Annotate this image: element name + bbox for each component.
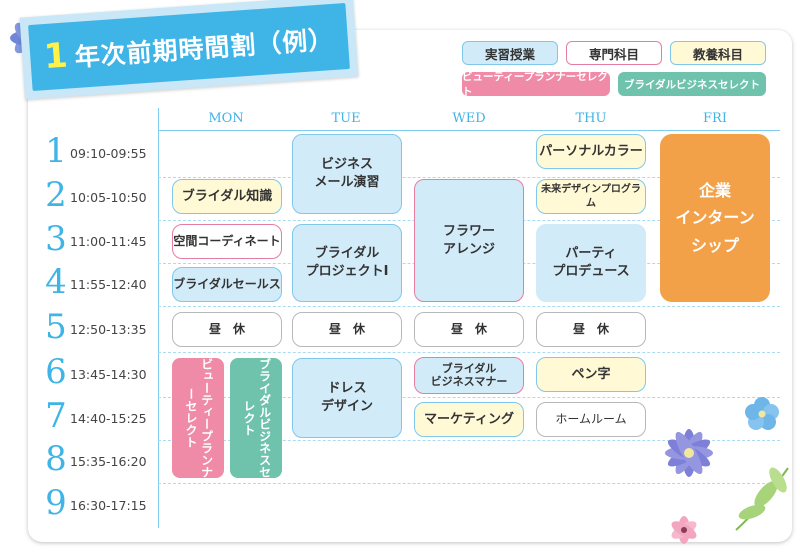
legend-beauty-planner: ビューティープランナーセレクト <box>462 71 610 98</box>
class-mon-lunch: 昼 休 <box>172 312 282 347</box>
period-time-1: 09:10-09:55 <box>70 146 147 161</box>
grid-line-row <box>158 440 780 441</box>
grid-line-row <box>158 483 780 484</box>
class-wed-marketing: マーケティング <box>414 402 524 437</box>
class-tue-bridal-project: ブライダル プロジェクトⅠ <box>292 224 402 302</box>
class-thu-future-design: 未来デザインプログラム <box>536 179 646 214</box>
grid-line-row <box>158 397 780 398</box>
period-time-7: 14:40-15:25 <box>70 411 147 426</box>
period-number-2: 2 <box>45 175 67 215</box>
period-time-2: 10:05-10:50 <box>70 190 147 205</box>
day-header-fri: FRI <box>703 111 727 126</box>
day-header-wed: WED <box>452 111 486 126</box>
period-time-3: 11:00-11:45 <box>70 234 147 249</box>
class-mon-bridal-sales: ブライダルセールス <box>172 267 282 302</box>
period-time-9: 16:30-17:15 <box>70 498 147 513</box>
period-time-5: 12:50-13:35 <box>70 322 147 337</box>
period-number-3: 3 <box>45 219 67 259</box>
class-thu-pen-calligraphy: ペン字 <box>536 357 646 392</box>
period-number-9: 9 <box>45 483 67 523</box>
grid-line-vertical <box>158 108 159 528</box>
class-wed-lunch: 昼 休 <box>414 312 524 347</box>
grid-line-row <box>158 352 780 353</box>
period-number-7: 7 <box>45 396 67 436</box>
title-year-number: 1 <box>42 35 71 78</box>
flower-decoration-small <box>745 397 779 430</box>
class-mon-bridal-knowledge: ブライダル知識 <box>172 179 282 214</box>
class-wed-flower-arrange: フラワー アレンジ <box>414 179 524 302</box>
period-number-1: 1 <box>45 131 67 171</box>
legend-bridal-business: ブライダルビジネスセレクト <box>618 72 766 96</box>
page-title: 1 年次前期時間割（例） <box>43 17 336 77</box>
class-tue-dress-design: ドレス デザイン <box>292 358 402 438</box>
day-header-tue: TUE <box>331 111 361 126</box>
grid-line-header <box>158 130 780 131</box>
class-thu-homeroom: ホームルーム <box>536 402 646 437</box>
class-fri-internship: 企業 インターン シップ <box>660 134 770 302</box>
class-mon-bridal-business-select: ブライダルビジネスセレクト <box>230 358 282 478</box>
class-thu-party-produce: パーティ プロデュース <box>536 224 646 302</box>
class-tue-lunch: 昼 休 <box>292 312 402 347</box>
leaf-decoration <box>735 467 789 531</box>
legend-practical: 実習授業 <box>462 41 558 65</box>
class-thu-personal-color: パーソナルカラー <box>536 134 646 169</box>
flower-decoration-large <box>665 429 713 477</box>
legend-specialized: 専門科目 <box>566 41 662 65</box>
grid-line-row <box>158 177 780 178</box>
period-number-8: 8 <box>45 439 67 479</box>
period-number-5: 5 <box>45 307 67 347</box>
class-tue-business-mail: ビジネス メール演習 <box>292 134 402 214</box>
title-text: 年次前期時間割（例） <box>73 24 336 72</box>
period-number-4: 4 <box>45 262 67 302</box>
class-thu-lunch: 昼 休 <box>536 312 646 347</box>
period-number-6: 6 <box>45 352 67 392</box>
period-time-4: 11:55-12:40 <box>70 277 147 292</box>
class-mon-beauty-planner-select: ビューティープランナーセレクト <box>172 358 224 478</box>
period-time-6: 13:45-14:30 <box>70 367 147 382</box>
day-header-mon: MON <box>208 111 244 126</box>
legend-general: 教養科目 <box>670 41 766 65</box>
period-time-8: 15:35-16:20 <box>70 454 147 469</box>
class-wed-bridal-business-manner: ブライダル ビジネスマナー <box>414 357 524 394</box>
day-header-thu: THU <box>575 111 607 126</box>
flower-decoration-pink <box>671 516 697 544</box>
class-mon-space-coordinate: 空間コーディネート <box>172 224 282 259</box>
grid-line-row <box>158 306 780 307</box>
